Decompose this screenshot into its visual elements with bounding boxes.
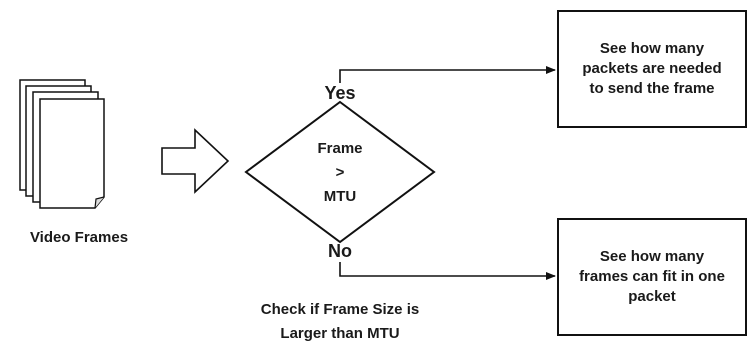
video-frames-label: Video Frames: [29, 229, 129, 246]
caption-line-1: Check if Frame Size is: [260, 301, 420, 318]
no-label: No: [328, 241, 352, 261]
outcome-box-top: See how many packets are needed to send …: [557, 10, 747, 128]
decision-caption: Check if Frame Size is Larger than MTU: [220, 298, 460, 346]
outcome-top-line-1: See how many: [599, 39, 705, 57]
outcome-bottom-line-1: See how many: [599, 247, 705, 265]
outcome-top-line-2: packets are needed: [582, 59, 722, 77]
yes-connector-arrow: [339, 66, 556, 83]
outcome-top-line-3: to send the frame: [589, 80, 715, 98]
decision-line-1: Frame: [317, 140, 363, 157]
outcome-bottom-line-3: packet: [628, 288, 676, 306]
caption-line-2: Larger than MTU: [280, 325, 400, 342]
decision-text: Frame > MTU: [290, 137, 390, 209]
outcome-box-bottom: See how many frames can fit in one packe…: [557, 218, 747, 336]
outcome-box-top-text: See how many packets are needed to send …: [574, 39, 729, 100]
decision-diamond: [244, 100, 436, 244]
block-arrow-icon: [161, 128, 230, 194]
outcome-box-bottom-text: See how many frames can fit in one packe…: [571, 247, 733, 308]
decision-line-2: >: [335, 164, 345, 181]
yes-label: Yes: [324, 83, 356, 103]
video-frames-stack-icon: [19, 79, 105, 209]
outcome-bottom-line-2: frames can fit in one: [579, 267, 725, 285]
decision-line-3: MTU: [323, 188, 357, 205]
no-connector-arrow: [339, 262, 556, 280]
